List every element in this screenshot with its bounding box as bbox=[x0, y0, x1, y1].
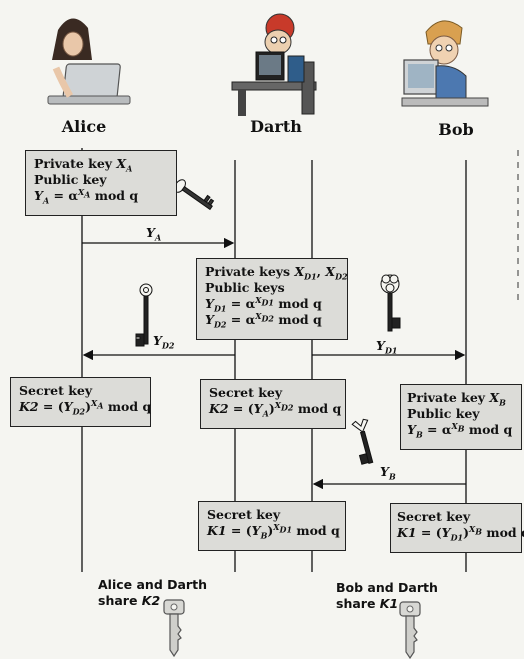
bob-secret-key-box: Secret key K1 = (YD1)XB mod q bbox=[390, 503, 522, 553]
bob-secret-key-label: Secret key bbox=[397, 509, 515, 525]
key-icon bbox=[172, 177, 215, 214]
key-icon bbox=[381, 275, 400, 331]
person-computer-icon bbox=[232, 14, 316, 116]
actor-name-alice: Alice bbox=[44, 117, 124, 136]
bob-darth-share-caption: Bob and Darth share K1 bbox=[336, 580, 438, 612]
message-label-yb: YB bbox=[380, 464, 396, 479]
bob-public-key-formula: YB = αXB mod q bbox=[407, 422, 515, 438]
alice-private-key-line: Private key XA bbox=[34, 156, 168, 172]
alice-key-box: Private key XA Public key YA = αXA mod q bbox=[25, 150, 177, 216]
alice-darth-share-line2: share K2 bbox=[98, 593, 207, 609]
darth-secret-k2-formula: K2 = (YA)XD2 mod q bbox=[209, 401, 337, 417]
darth-yd1-formula: YD1 = αXD1 mod q bbox=[205, 296, 339, 312]
actor-name-darth: Darth bbox=[236, 117, 316, 136]
actor-name-bob: Bob bbox=[416, 120, 496, 139]
alice-secret-key-box: Secret key K2 = (YD2)XA mod q bbox=[10, 377, 151, 427]
alice-secret-key-formula: K2 = (YD2)XA mod q bbox=[19, 399, 142, 415]
darth-keys-box: Private keys XD1, XD2 Public keys YD1 = … bbox=[196, 258, 348, 340]
darth-secret-k2-box: Secret key K2 = (YA)XD2 mod q bbox=[200, 379, 346, 429]
alice-darth-share-caption: Alice and Darth share K2 bbox=[98, 577, 207, 609]
darth-secret-k1-label: Secret key bbox=[207, 507, 337, 523]
key-icon bbox=[351, 418, 379, 465]
alice-darth-share-line1: Alice and Darth bbox=[98, 577, 207, 593]
bob-darth-share-line1: Bob and Darth bbox=[336, 580, 438, 596]
bob-darth-share-line2: share K1 bbox=[336, 596, 438, 612]
bob-private-key-line: Private key XB bbox=[407, 390, 515, 406]
darth-public-keys-label: Public keys bbox=[205, 280, 339, 296]
darth-secret-k1-formula: K1 = (YB)XD1 mod q bbox=[207, 523, 337, 539]
bob-public-key-label: Public key bbox=[407, 406, 515, 422]
alice-public-key-label: Public key bbox=[34, 172, 168, 188]
message-label-yd2: YD2 bbox=[153, 333, 174, 348]
alice-public-key-formula: YA = αXA mod q bbox=[34, 188, 168, 204]
darth-private-keys-line: Private keys XD1, XD2 bbox=[205, 264, 339, 280]
person-computer-icon bbox=[402, 21, 488, 106]
bob-key-box: Private key XB Public key YB = αXB mod q bbox=[400, 384, 522, 450]
key-icon bbox=[136, 284, 152, 346]
darth-yd2-formula: YD2 = αXD2 mod q bbox=[205, 312, 339, 328]
darth-secret-k2-label: Secret key bbox=[209, 385, 337, 401]
bob-secret-key-formula: K1 = (YD1)XB mod q bbox=[397, 525, 515, 541]
alice-secret-key-label: Secret key bbox=[19, 383, 142, 399]
message-label-ya: YA bbox=[146, 225, 161, 240]
darth-secret-k1-box: Secret key K1 = (YB)XD1 mod q bbox=[198, 501, 346, 551]
person-laptop-icon bbox=[48, 18, 130, 104]
message-label-yd1: YD1 bbox=[376, 338, 397, 353]
